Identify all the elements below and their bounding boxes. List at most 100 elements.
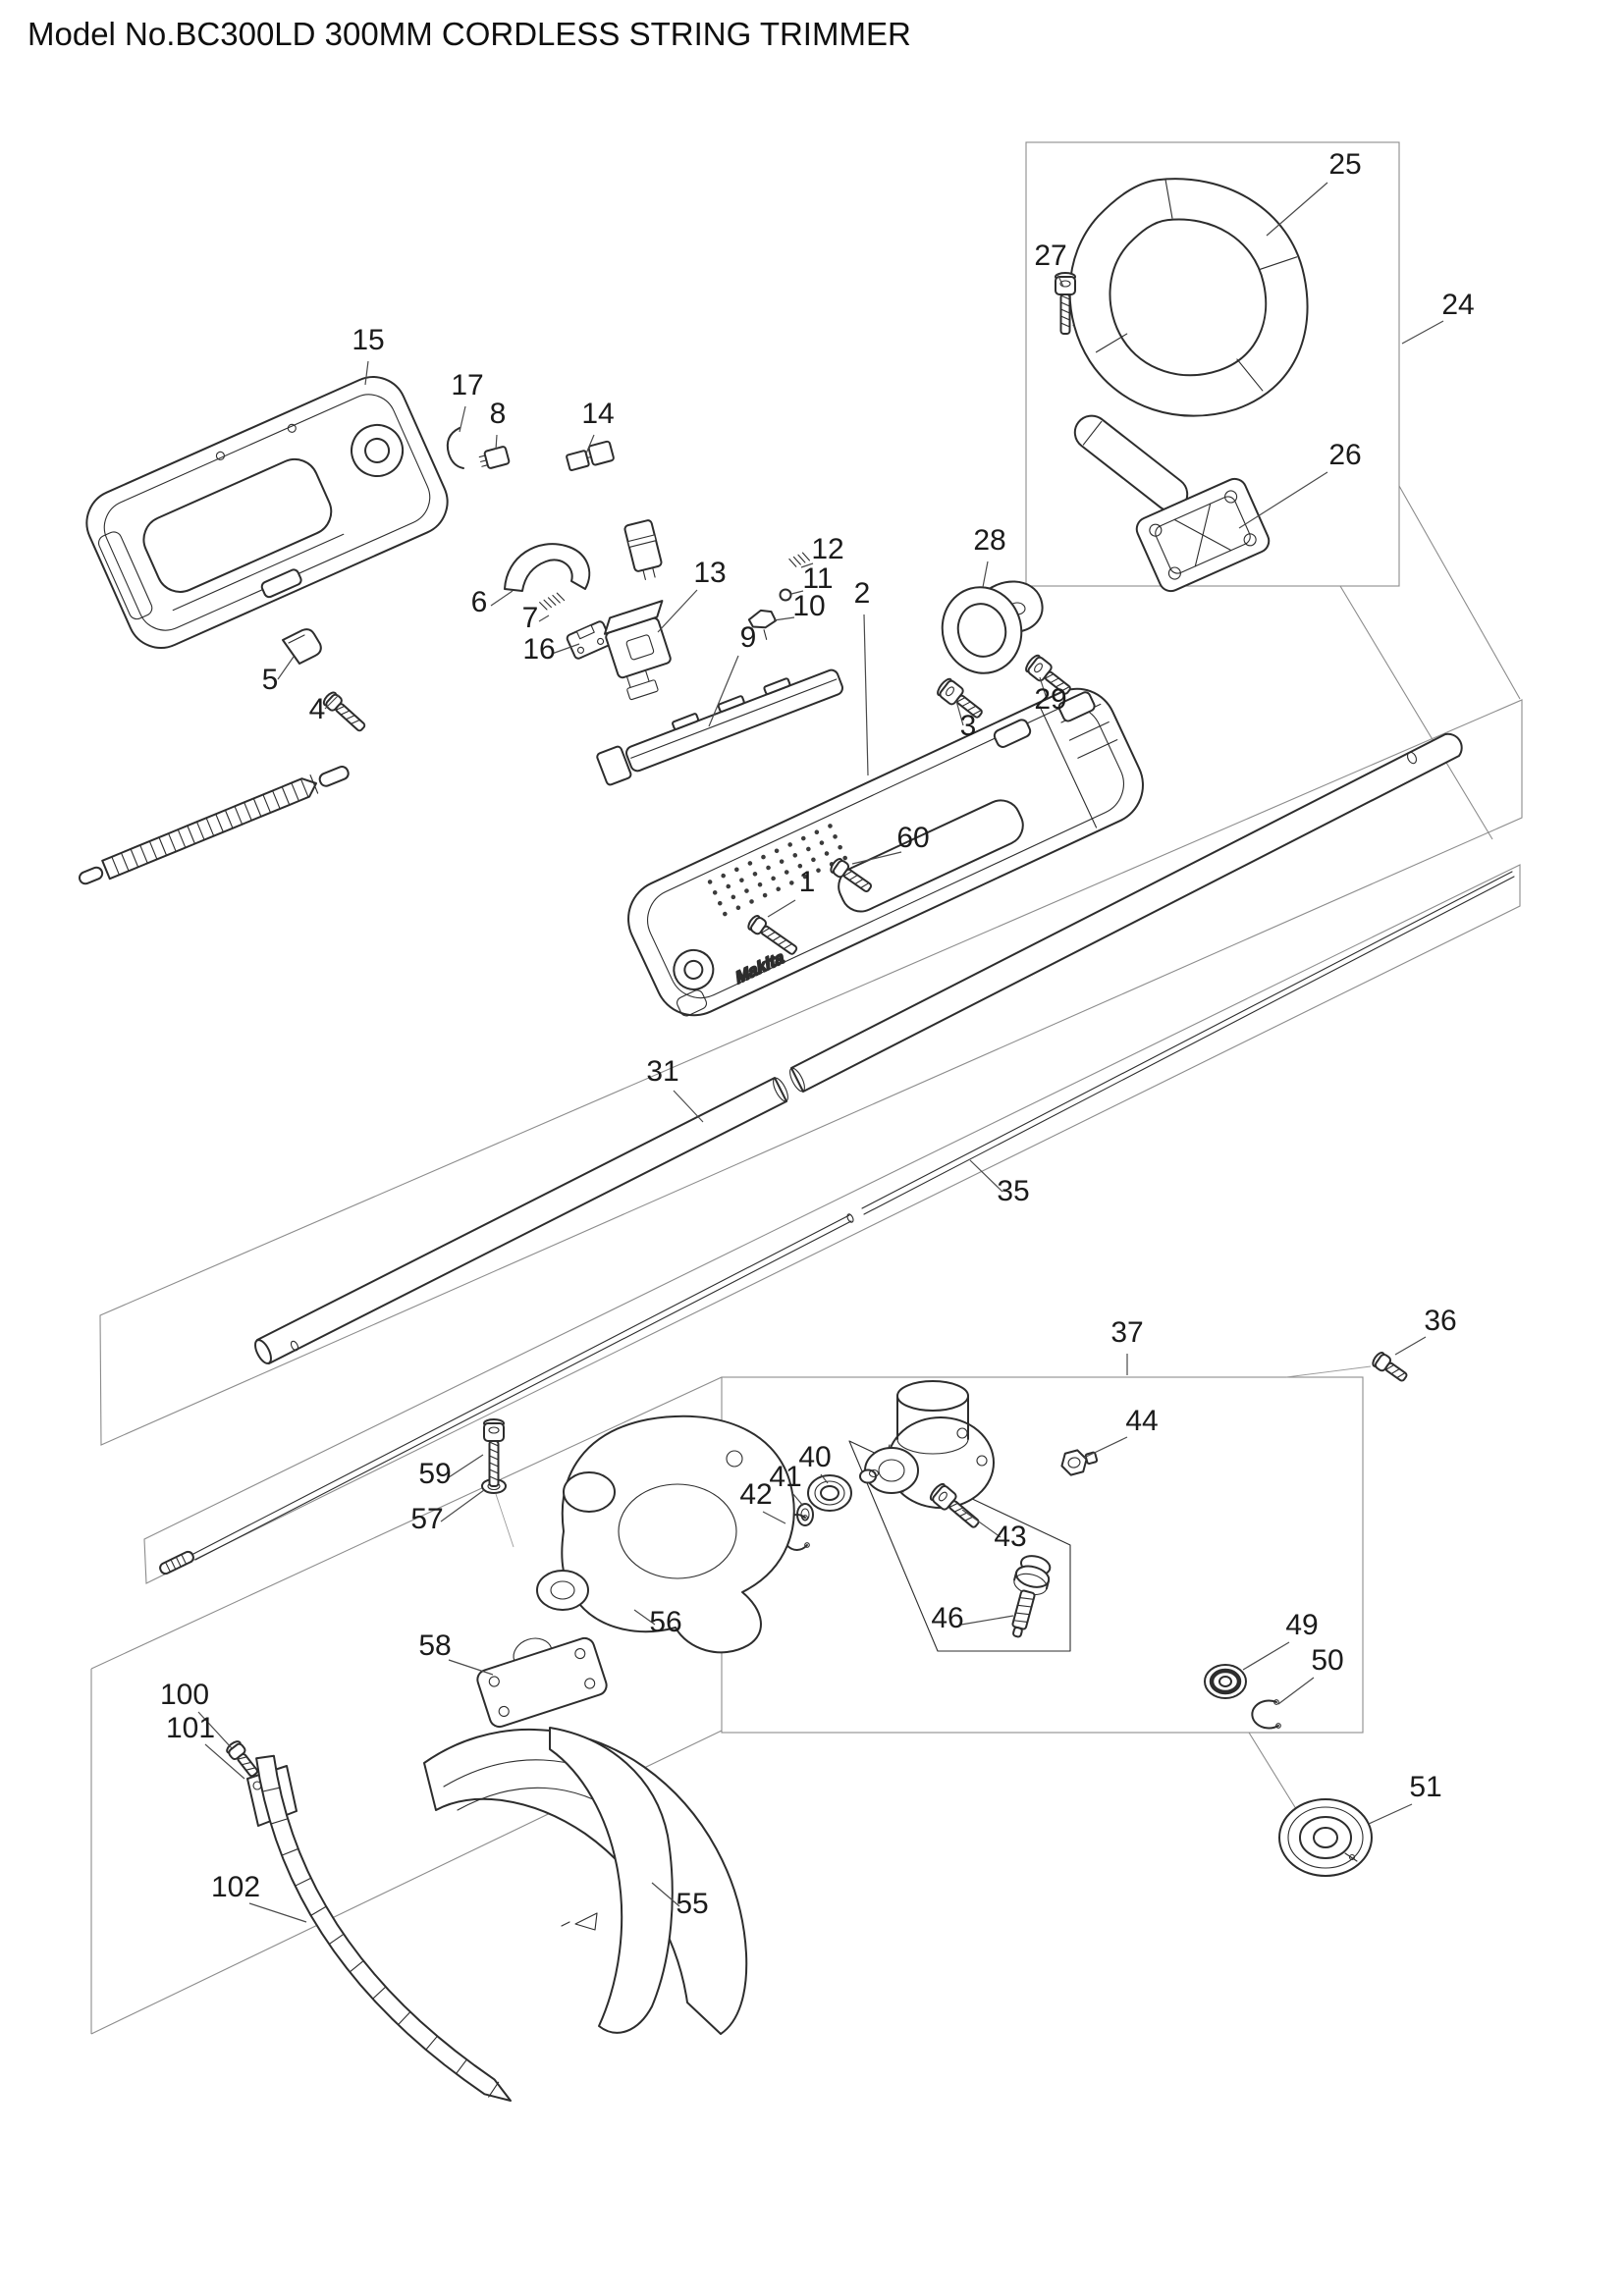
part-label-51: 51	[1409, 1771, 1441, 1803]
part-label-2: 2	[854, 577, 871, 610]
screw-part-3	[937, 677, 983, 719]
housing-perforation-dots	[707, 824, 847, 917]
part-leader-59	[448, 1454, 484, 1478]
flexible-shaft-coil-drawing	[101, 774, 319, 881]
part-leader-4	[324, 694, 340, 710]
screw-part-36	[1372, 1352, 1408, 1382]
hook-5-detail	[288, 634, 305, 644]
part-leader-35	[969, 1159, 1003, 1193]
part-leader-2	[863, 614, 869, 776]
part-label-10: 10	[792, 590, 825, 622]
direction-arrow-icon	[574, 1912, 598, 1931]
part-label-36: 36	[1424, 1305, 1456, 1337]
guard-cover-55-drawing	[423, 1727, 748, 2035]
part-label-13: 13	[693, 557, 726, 589]
part-label-29: 29	[1034, 683, 1066, 716]
part-leader-46	[960, 1615, 1014, 1626]
part-label-6: 6	[471, 586, 488, 618]
part-leader-14	[585, 434, 595, 454]
part-leader-102	[248, 1902, 307, 1923]
part-label-40: 40	[798, 1441, 831, 1473]
connector-8-drawing	[478, 446, 511, 469]
part-leader-44	[1083, 1436, 1128, 1459]
part-leader-49	[1242, 1641, 1290, 1671]
leader-lines	[197, 182, 1444, 1923]
bearing-49-drawing	[1204, 1664, 1247, 1699]
screw-axis-line	[495, 1493, 514, 1548]
spindle-46-drawing	[1011, 1555, 1052, 1638]
trimmer-head-51-drawing	[1278, 1798, 1373, 1877]
part-label-24: 24	[1441, 289, 1474, 321]
part-label-101: 101	[166, 1712, 215, 1744]
inner-panel-outline	[848, 1440, 1071, 1652]
part-label-31: 31	[646, 1055, 678, 1088]
shaft-35-drawing	[159, 871, 1515, 1575]
part-label-26: 26	[1328, 439, 1361, 471]
gear-head-drawing	[864, 1380, 995, 1509]
part-label-49: 49	[1285, 1609, 1318, 1641]
part-leader-36	[1394, 1336, 1427, 1356]
pipe-clamp-28-drawing	[941, 580, 1044, 674]
screw-part-1	[747, 915, 798, 955]
frame-box-gear-head	[721, 1376, 1364, 1734]
part-leader-41	[791, 1492, 804, 1507]
part-leader-31	[673, 1090, 704, 1123]
part-leader-60	[851, 851, 902, 865]
screw-part-100	[226, 1740, 258, 1778]
screw-axis-line	[1285, 1365, 1372, 1378]
part-label-17: 17	[451, 369, 483, 401]
rubber-strip-102-drawing	[255, 1754, 512, 2102]
bracket-16-drawing	[566, 620, 613, 660]
part-label-56: 56	[649, 1606, 681, 1638]
part-label-15: 15	[352, 324, 384, 356]
part-leader-6	[490, 590, 514, 607]
part-label-12: 12	[811, 533, 843, 565]
handle-base-26-drawing	[1135, 477, 1271, 593]
part-leader-8	[495, 434, 498, 451]
slide-bar-9-drawing	[596, 668, 843, 786]
part-leader-42	[762, 1511, 786, 1524]
part-label-42: 42	[739, 1478, 772, 1511]
part-leader-101	[204, 1743, 245, 1780]
diagram-artwork: Makita	[79, 178, 1515, 2102]
part-leader-13	[657, 589, 698, 633]
part-label-102: 102	[211, 1871, 260, 1903]
part-label-14: 14	[581, 398, 614, 430]
bearing-40-drawing	[807, 1474, 852, 1512]
part-label-35: 35	[997, 1175, 1029, 1207]
hex-bolt-44-drawing	[1060, 1449, 1099, 1476]
spring-clip-17-drawing	[446, 427, 464, 469]
snap-ring-50-drawing	[1251, 1699, 1281, 1730]
part-label-58: 58	[418, 1629, 451, 1662]
part-label-41: 41	[769, 1461, 801, 1493]
guard-holder-56-drawing	[536, 1415, 795, 1654]
frame-parallelogram-pipe	[99, 699, 1523, 1446]
handle-grip-26-drawing	[1073, 414, 1189, 512]
screw-part-60	[830, 858, 872, 893]
controller-block-drawing	[623, 519, 663, 580]
part-leader-17	[459, 405, 466, 433]
part-leader-51	[1368, 1803, 1413, 1825]
projection-line	[1339, 585, 1493, 840]
part-leader-10	[773, 616, 795, 621]
spring-part-7	[539, 592, 566, 611]
part-label-55: 55	[676, 1888, 708, 1920]
ring-11-drawing	[779, 588, 792, 602]
part-leader-43	[961, 1509, 1001, 1538]
screw-part-29	[1025, 654, 1071, 695]
lever-6-drawing	[504, 543, 591, 592]
part-leader-40	[820, 1473, 829, 1484]
part-label-8: 8	[490, 398, 507, 430]
part-leader-16	[551, 643, 580, 655]
part-label-50: 50	[1311, 1644, 1343, 1677]
part-label-4: 4	[309, 693, 326, 725]
projection-line	[90, 1376, 723, 1670]
part-label-43: 43	[994, 1521, 1026, 1553]
loop-handle-25-drawing	[1068, 178, 1309, 417]
part-leader-1	[767, 899, 796, 918]
part-leader-28	[982, 561, 989, 588]
hook-5-drawing	[282, 628, 322, 665]
part-label-60: 60	[896, 822, 929, 854]
